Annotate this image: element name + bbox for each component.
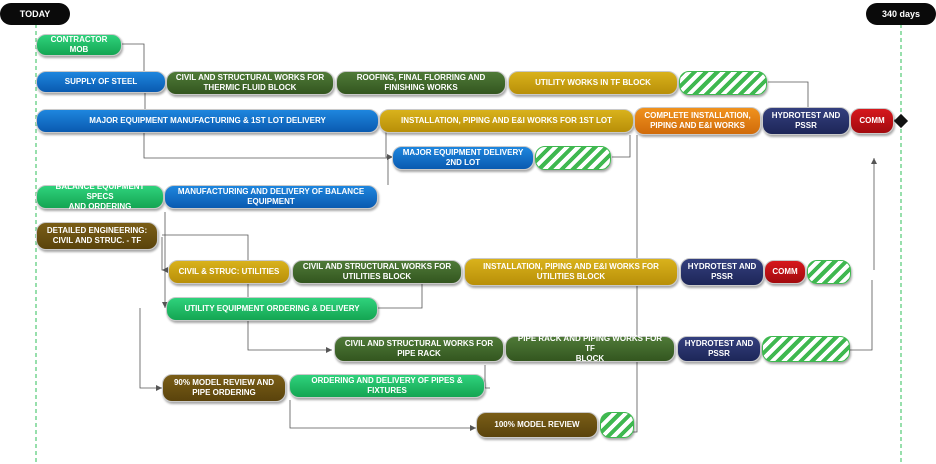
task-contractor-mob[interactable]: CONTRACTOR MOB <box>36 34 122 56</box>
float-buffer <box>807 260 851 284</box>
task-civil-thermic-fluid[interactable]: CIVIL AND STRUCTURAL WORKS FOR THERMIC F… <box>166 71 334 95</box>
task-complete-installation[interactable]: COMPLETE INSTALLATION, PIPING AND E&I WO… <box>634 107 761 135</box>
task-civil-struc-utilities[interactable]: CIVIL & STRUC: UTILITIES <box>168 260 290 284</box>
task-90-model-review[interactable]: 90% MODEL REVIEW AND PIPE ORDERING <box>162 374 286 402</box>
task-installation-utilities[interactable]: INSTALLATION, PIPING AND E&I WORKS FOR U… <box>464 258 678 286</box>
task-hydrotest-pssr[interactable]: HYDROTEST AND PSSR <box>680 258 764 286</box>
task-major-equipment-1st-lot[interactable]: MAJOR EQUIPMENT MANUFACTURING & 1ST LOT … <box>36 109 379 133</box>
task-balance-equipment-specs[interactable]: BALANCE EQUIPMENT SPECS AND ORDERING <box>36 182 164 211</box>
task-detailed-engineering[interactable]: DETAILED ENGINEERING: CIVIL AND STRUC. -… <box>36 222 158 250</box>
float-buffer <box>600 412 634 438</box>
float-buffer <box>535 146 611 170</box>
task-installation-1st-lot[interactable]: INSTALLATION, PIPING AND E&I WORKS FOR 1… <box>379 109 634 133</box>
task-commissioning[interactable]: COMM <box>764 260 806 284</box>
task-supply-of-steel[interactable]: SUPPLY OF STEEL <box>36 71 166 93</box>
task-commissioning[interactable]: COMM <box>850 108 894 134</box>
task-pipes-fixtures-ordering[interactable]: ORDERING AND DELIVERY OF PIPES & FIXTURE… <box>289 374 485 398</box>
task-hydrotest-pssr[interactable]: HYDROTEST AND PSSR <box>677 336 761 362</box>
task-roofing-finishing[interactable]: ROOFING, FINAL FLORRING AND FINISHING WO… <box>336 71 506 95</box>
task-utility-works-tf[interactable]: UTILITY WORKS IN TF BLOCK <box>508 71 678 95</box>
task-civil-utilities-block[interactable]: CIVIL AND STRUCTURAL WORKS FOR UTILITIES… <box>292 260 462 284</box>
task-utility-equipment-ordering[interactable]: UTILITY EQUIPMENT ORDERING & DELIVERY <box>166 297 378 321</box>
task-manufacturing-balance-equipment[interactable]: MANUFACTURING AND DELIVERY OF BALANCE EQ… <box>164 185 378 209</box>
float-buffer <box>762 336 850 362</box>
end-milestone: 340 days <box>866 3 936 25</box>
task-hydrotest-pssr[interactable]: HYDROTEST AND PSSR <box>762 107 850 135</box>
task-pipe-rack-piping[interactable]: PIPE RACK AND PIPING WORKS FOR TF BLOCK <box>505 334 675 363</box>
task-civil-pipe-rack[interactable]: CIVIL AND STRUCTURAL WORKS FOR PIPE RACK <box>334 336 504 362</box>
task-major-equipment-2nd-lot[interactable]: MAJOR EQUIPMENT DELIVERY 2ND LOT <box>392 146 534 170</box>
float-buffer <box>679 71 767 95</box>
task-100-model-review[interactable]: 100% MODEL REVIEW <box>476 412 598 438</box>
today-milestone: TODAY <box>0 3 70 25</box>
